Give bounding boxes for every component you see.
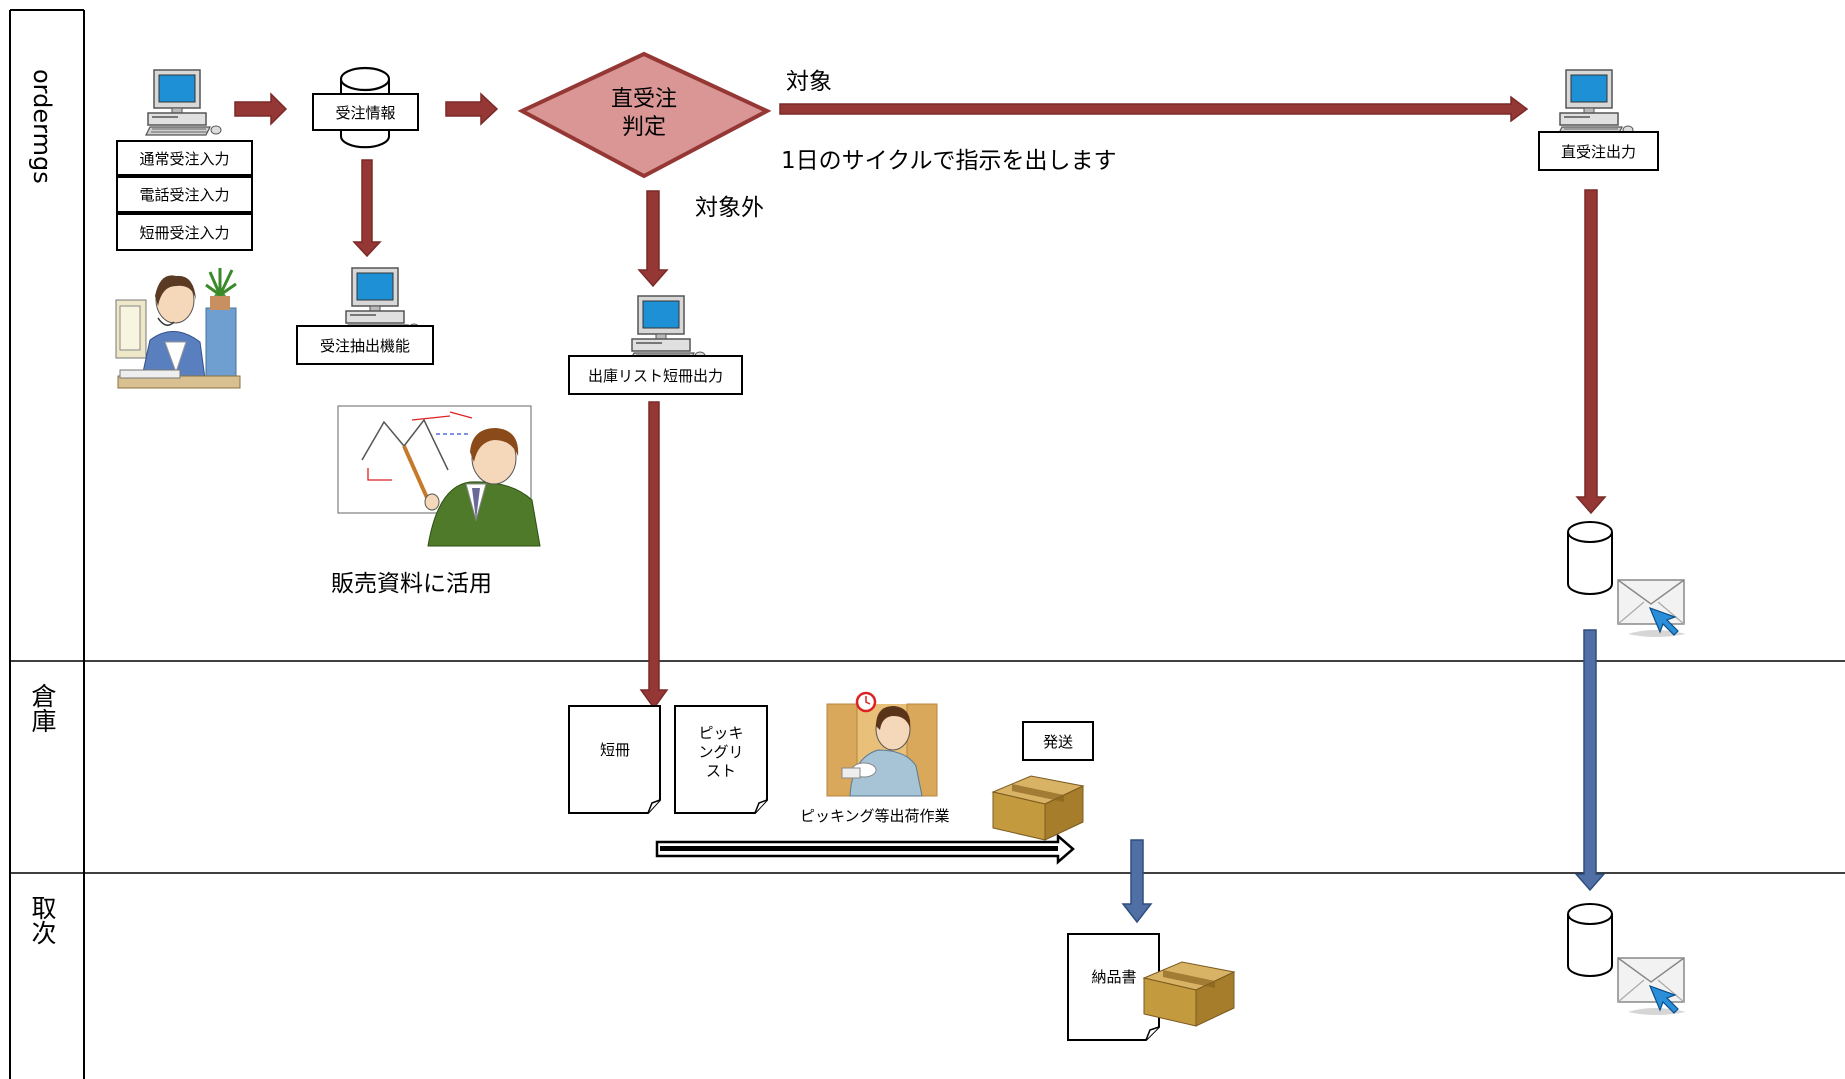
shipping-label: 発送 [1022,721,1094,761]
lane-label-warehouse: 倉庫 [28,683,57,733]
tanzaku-document: 短冊 [599,741,630,759]
lane-label-distributor: 取次 [28,895,57,945]
order-input-phone: 電話受注入力 [116,176,253,213]
picking-list-line-2: ングリ [698,743,744,761]
ship-list-tanzaku-output: 出庫リスト短冊出力 [568,355,743,395]
decision-line-1: 直受注 [610,87,677,112]
sales-usage-note: 販売資料に活用 [331,571,492,597]
lane-label-ordermgs: ordermgs [28,68,56,184]
order-input-normal: 通常受注入力 [116,140,253,176]
target-label: 対象 [786,69,832,95]
picking-list-line-1: ピッキ [698,724,744,742]
order-info-label: 受注情報 [312,93,419,131]
cycle-note: 1日のサイクルで指示を出します [781,148,1117,174]
direct-order-output: 直受注出力 [1538,131,1659,171]
picking-list-line-3: スト [705,762,736,780]
picking-work-label: ピッキング等出荷作業 [800,807,950,825]
decision-line-2: 判定 [621,115,666,140]
non-target-label: 対象外 [695,195,764,221]
order-input-tanzaku: 短冊受注入力 [116,213,253,251]
delivery-note-document: 納品書 [1091,968,1137,986]
picking-list-document: ピッキ ングリ スト [680,724,762,781]
direct-order-decision: 直受注 判定 [594,86,694,142]
order-extract-function: 受注抽出機能 [296,325,434,365]
